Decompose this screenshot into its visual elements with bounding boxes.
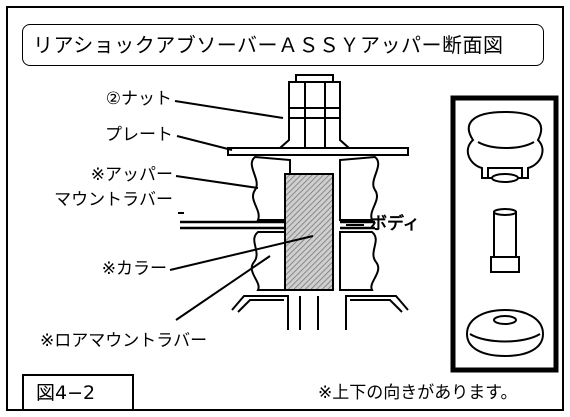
nut-label: ②ナット: [105, 89, 172, 109]
lower-mount-label: ※ロアマウントラバー: [40, 331, 208, 351]
figure-frame: [6, 6, 564, 411]
lower-mount-part-icon: [465, 308, 545, 358]
spring-seat-shape: [231, 295, 409, 330]
upper-mount-label-line2: マウントラバー: [54, 190, 173, 210]
plate-label: プレート: [105, 125, 173, 145]
leader-lines: [169, 100, 364, 321]
parts-panel-frame: [450, 95, 559, 373]
nut-shape: [279, 74, 350, 156]
upper-mount-rubber-shape: [250, 155, 380, 221]
collar-shape: [284, 173, 334, 291]
lower-mount-rubber-shape: [250, 231, 380, 291]
diagram-title: リアショックアブソーバーＡＳＳＹアッパー断面図: [22, 24, 544, 66]
upper-mount-part-icon: [466, 110, 544, 183]
body-label: ボディ: [370, 214, 420, 234]
collar-part-icon: [490, 208, 520, 273]
body-panel-shape: [180, 220, 375, 230]
plate-shape: [227, 147, 409, 156]
figure-number: 図4−2: [22, 374, 134, 411]
orientation-note: ※上下の向きがあります。: [318, 383, 518, 403]
collar-label: ※カラー: [101, 259, 167, 279]
upper-mount-label-line1: ※アッパー: [90, 165, 173, 185]
